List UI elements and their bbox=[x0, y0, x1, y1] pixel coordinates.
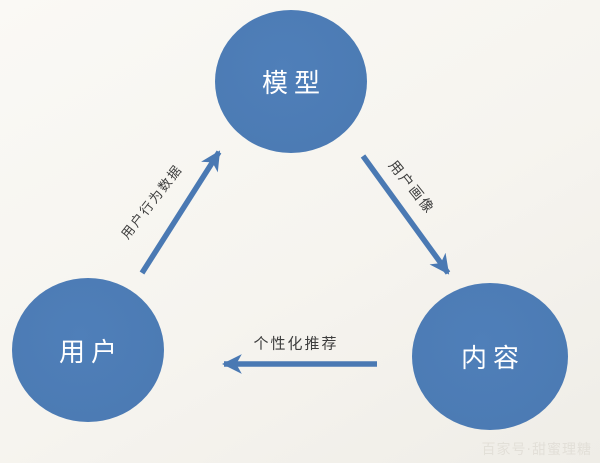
arrow-user-to-model bbox=[139, 150, 222, 275]
node-user-circle: 用户 bbox=[12, 278, 164, 422]
edge-label-personalized-recommendation: 个性化推荐 bbox=[253, 334, 339, 353]
node-model-circle: 模型 bbox=[215, 10, 367, 153]
node-user-label: 用户 bbox=[58, 337, 123, 368]
node-content-label: 内容 bbox=[460, 344, 525, 374]
arrow-model-to-content bbox=[360, 154, 451, 275]
node-content-circle: 内容 bbox=[412, 283, 568, 430]
node-model-label: 模型 bbox=[261, 69, 326, 99]
watermark-text: 百家号·甜蜜理糖 bbox=[481, 442, 592, 458]
